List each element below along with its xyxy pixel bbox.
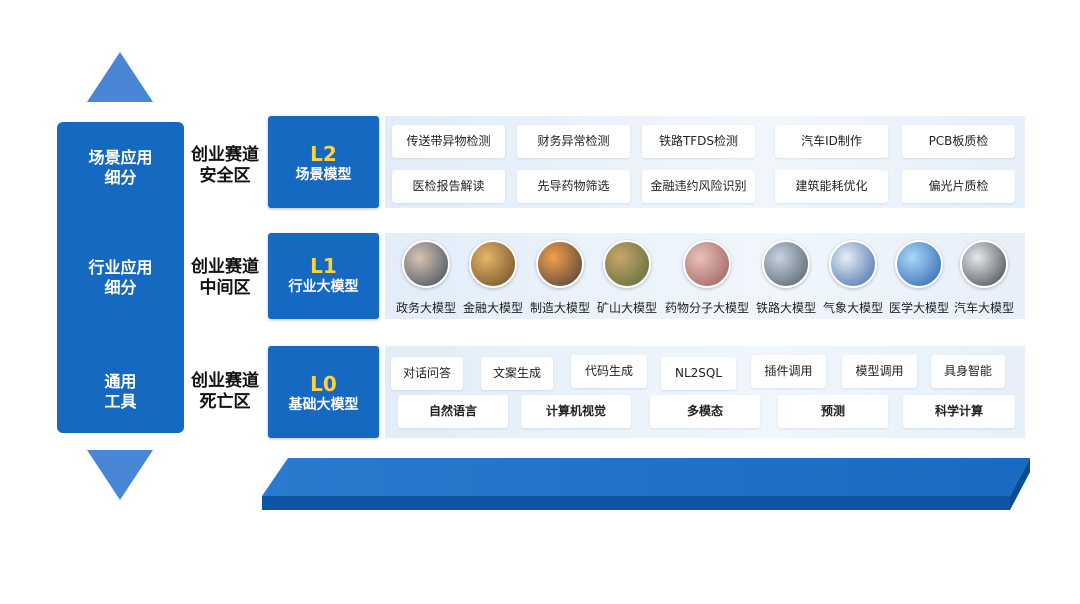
slab-side-face [1010,458,1030,510]
scenario-chip: 建筑能耗优化 [775,170,888,203]
l0-capability-panel: 对话问答 文案生成 代码生成 NL2SQL 插件调用 模型调用 具身智能 自然语… [385,346,1025,438]
industry-item: 金融大模型 [457,240,529,316]
industry-item: 药物分子大模型 [662,240,752,316]
capability-chip: NL2SQL [661,357,736,390]
zone-label-death: 创业赛道 死亡区 [191,371,259,412]
capability-chip: 插件调用 [751,355,826,388]
railway-photo-icon [762,240,810,288]
capability-chip: 代码生成 [571,355,647,388]
scenario-chip: 汽车ID制作 [775,125,888,158]
layer-badge-l2: L2 场景模型 [268,116,379,208]
industry-item: 矿山大模型 [591,240,663,316]
application-axis-bar: 场景应用 细分 行业应用 细分 通用 工具 [57,122,184,433]
pills-photo-icon [683,240,731,288]
industry-label: 政务大模型 [395,301,456,315]
industry-label: 汽车大模型 [953,301,1014,315]
industry-label: 药物分子大模型 [664,301,749,315]
industry-item: 气象大模型 [817,240,889,316]
capability-domain-chip: 科学计算 [903,395,1015,428]
scenario-chip: 金融违约风险识别 [642,170,755,203]
industry-label: 铁路大模型 [755,301,816,315]
industry-label: 医学大模型 [888,301,949,315]
scenario-chip: 医检报告解读 [392,170,505,203]
medical-tech-photo-icon [895,240,943,288]
industry-item: 医学大模型 [883,240,955,316]
capability-chip: 对话问答 [391,357,463,390]
scenario-chip: PCB板质检 [902,125,1015,158]
scenario-chip: 财务异常检测 [517,125,630,158]
l2-scenario-panel: 传送带异物检测 财务异常检测 铁路TFDS检测 汽车ID制作 PCB板质检 医检… [385,116,1025,208]
layer-name: 场景模型 [295,167,352,183]
industry-label: 矿山大模型 [596,301,657,315]
customer-service-photo-icon [402,240,450,288]
industry-item: 制造大模型 [524,240,596,316]
industry-label: 金融大模型 [462,301,523,315]
industry-item: 汽车大模型 [948,240,1020,316]
weather-earth-photo-icon [829,240,877,288]
left-label-scenario: 场景应用 细分 [88,148,153,187]
zone-label-middle: 创业赛道 中间区 [191,257,259,298]
layer-badge-l0: L0 基础大模型 [268,346,379,438]
layer-code: L1 [310,254,337,278]
layer-name: 行业大模型 [288,279,359,295]
scenario-chip: 偏光片质检 [902,170,1015,203]
left-label-industry: 行业应用 细分 [88,258,153,297]
capability-domain-chip: 自然语言 [398,395,508,428]
capability-domain-chip: 预测 [778,395,888,428]
scenario-chip: 传送带异物检测 [392,125,505,158]
industry-label: 气象大模型 [822,301,883,315]
scenario-chip: 先导药物筛选 [517,170,630,203]
car-photo-icon [960,240,1008,288]
arrow-up-icon [87,52,153,102]
layer-name: 基础大模型 [288,397,359,413]
layer-badge-l1: L1 行业大模型 [268,233,379,319]
slab-front-face [262,496,1010,510]
capability-chip: 文案生成 [481,357,553,390]
arrow-down-icon [87,450,153,500]
industry-item: 铁路大模型 [750,240,822,316]
zone-label-safe: 创业赛道 安全区 [191,145,259,186]
industry-label: 制造大模型 [529,301,590,315]
scenario-chip: 铁路TFDS检测 [642,125,755,158]
l1-industry-panel: 政务大模型 金融大模型 制造大模型 矿山大模型 药物分子大模型 铁路大模型 气象… [385,233,1025,319]
capability-domain-chip: 多模态 [650,395,760,428]
foundation-slab [262,458,1030,510]
industry-item: 政务大模型 [390,240,462,316]
capability-domain-chip: 计算机视觉 [521,395,631,428]
coins-photo-icon [469,240,517,288]
slab-top-face [262,458,1030,496]
factory-robot-photo-icon [536,240,584,288]
layer-code: L0 [310,372,337,396]
mine-photo-icon [603,240,651,288]
layer-code: L2 [310,142,337,166]
capability-chip: 具身智能 [931,355,1005,388]
left-label-general: 通用 工具 [104,372,137,411]
capability-chip: 模型调用 [842,355,917,388]
